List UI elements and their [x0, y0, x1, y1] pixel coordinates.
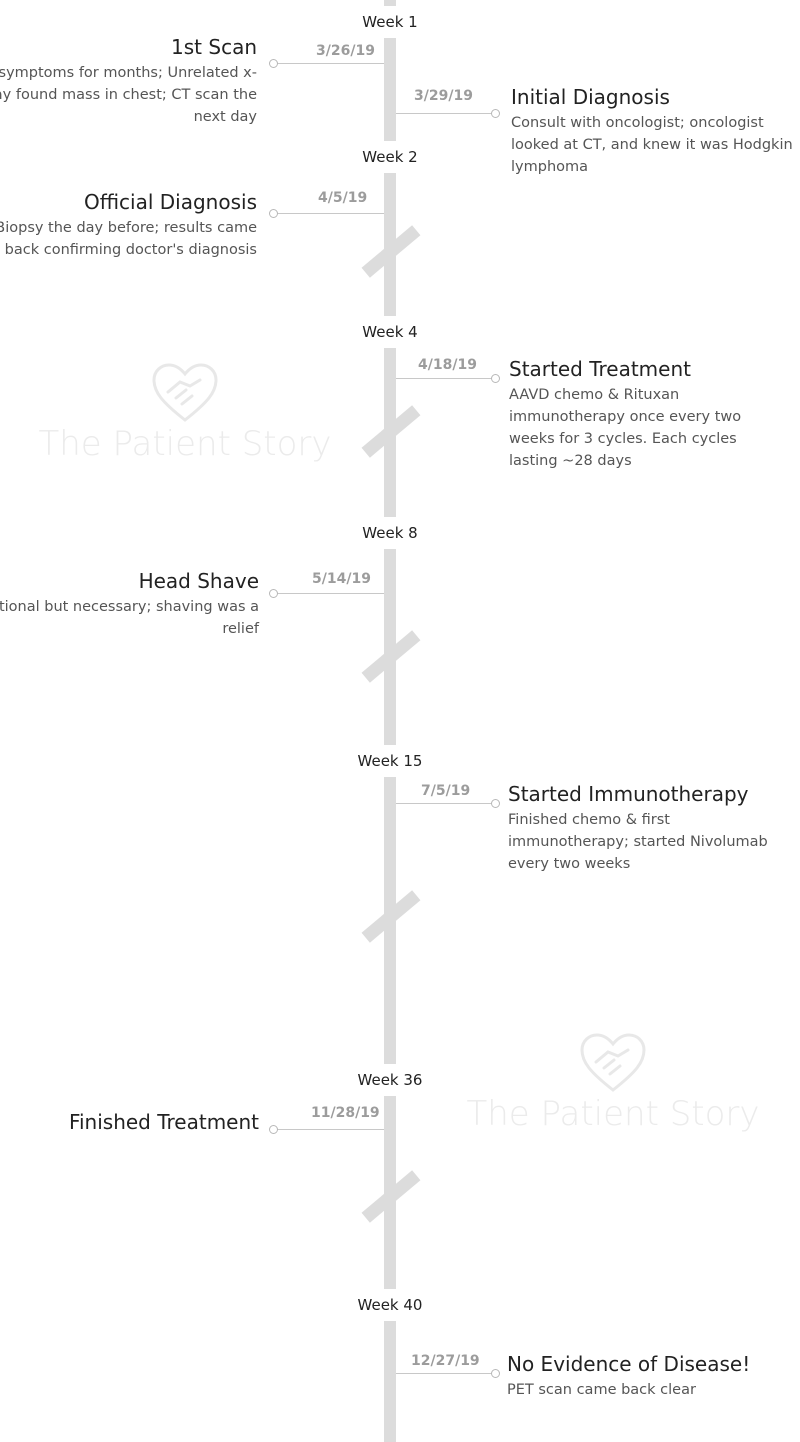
event-card: 1st Scan Had symptoms for months; Unrela… — [0, 34, 257, 128]
event-description: Finished chemo & first immunotherapy; st… — [508, 812, 768, 872]
event-card: Started Immunotherapy Finished chemo & f… — [508, 781, 800, 875]
event-card: Finished Treatment — [0, 1109, 259, 1135]
event-date: 12/27/19 — [411, 1353, 480, 1369]
event-dot — [269, 589, 278, 598]
event-date: 3/29/19 — [414, 88, 473, 104]
event-date: 7/5/19 — [421, 783, 471, 799]
event-card: Head Shave Emotional but necessary; shav… — [0, 568, 259, 640]
event-date: 4/5/19 — [318, 190, 368, 206]
event-dot — [269, 59, 278, 68]
event-title: Started Immunotherapy — [508, 782, 749, 806]
watermark-text: The Patient Story — [466, 1094, 760, 1134]
event-dot — [269, 209, 278, 218]
event-date: 5/14/19 — [312, 571, 371, 587]
week-label: Week 8 — [290, 517, 490, 549]
week-label: Week 40 — [290, 1289, 490, 1321]
event-title: Official Diagnosis — [83, 190, 257, 214]
week-label: Week 4 — [290, 316, 490, 348]
event-dot — [269, 1125, 278, 1134]
week-label: Week 36 — [290, 1064, 490, 1096]
event-title: 1st Scan — [171, 35, 257, 59]
event-connector — [396, 1373, 492, 1374]
event-card: No Evidence of Disease! PET scan came ba… — [507, 1351, 800, 1401]
watermark: The Patient Story — [458, 1032, 768, 1134]
event-description: AAVD chemo & Rituxan immunotherapy once … — [509, 387, 742, 469]
event-title: Finished Treatment — [68, 1110, 259, 1134]
event-connector — [277, 593, 384, 594]
week-label: Week 1 — [290, 6, 490, 38]
event-title: Head Shave — [138, 569, 259, 593]
event-dot — [491, 799, 500, 808]
watermark-text: The Patient Story — [38, 424, 332, 464]
week-label: Week 2 — [290, 141, 490, 173]
event-card: Started Treatment AAVD chemo & Rituxan i… — [509, 356, 800, 472]
event-card: Initial Diagnosis Consult with oncologis… — [511, 84, 800, 178]
event-card: Official Diagnosis Biopsy the day before… — [0, 189, 257, 261]
heart-hands-icon — [580, 1033, 646, 1092]
event-connector — [396, 803, 492, 804]
week-label: Week 15 — [290, 745, 490, 777]
heart-hands-icon — [152, 363, 218, 422]
event-date: 11/28/19 — [311, 1105, 380, 1121]
event-description: Had symptoms for months; Unrelated x-ray… — [0, 65, 257, 125]
event-connector — [396, 113, 492, 114]
timeline-axis — [384, 0, 396, 1442]
event-title: No Evidence of Disease! — [507, 1352, 751, 1376]
event-description: Consult with oncologist; oncologist look… — [511, 115, 793, 175]
watermark: The Patient Story — [30, 362, 340, 464]
event-description: Biopsy the day before; results came back… — [0, 220, 257, 258]
event-dot — [491, 374, 500, 383]
event-title: Initial Diagnosis — [511, 85, 670, 109]
event-date: 4/18/19 — [418, 357, 477, 373]
event-description: PET scan came back clear — [507, 1382, 696, 1398]
event-date: 3/26/19 — [316, 43, 375, 59]
event-connector — [277, 213, 384, 214]
event-connector — [277, 1129, 384, 1130]
event-title: Started Treatment — [509, 357, 691, 381]
event-dot — [491, 1369, 500, 1378]
event-dot — [491, 109, 500, 118]
event-connector — [277, 63, 384, 64]
event-description: Emotional but necessary; shaving was a r… — [0, 599, 259, 637]
event-connector — [396, 378, 492, 379]
